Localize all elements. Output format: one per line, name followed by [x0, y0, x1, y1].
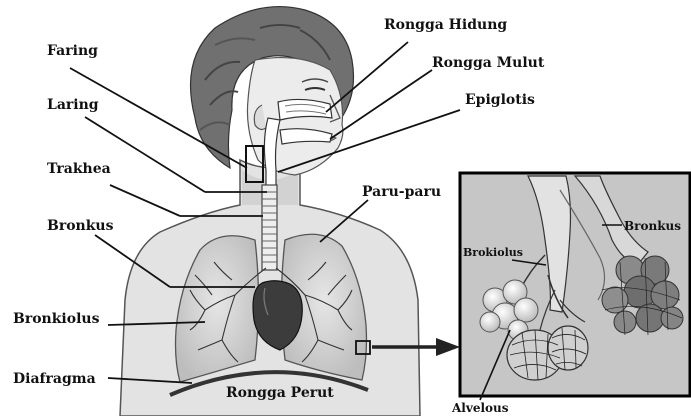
label-inset-brokiolus: Brokiolus [463, 246, 523, 259]
label-epiglotis: Epiglotis [465, 92, 535, 108]
inset-panel [460, 173, 690, 400]
nasal-cavity [278, 99, 332, 120]
label-bronkus: Bronkus [47, 218, 114, 234]
label-rongga-hidung: Rongga Hidung [384, 17, 507, 33]
label-inset-alvelous: Alvelous [451, 401, 509, 415]
label-faring: Faring [47, 43, 98, 59]
label-trakhea: Trakhea [47, 161, 111, 177]
leader-laring [85, 117, 205, 192]
label-rongga-mulut: Rongga Mulut [432, 55, 545, 71]
leader-trakhea [110, 185, 180, 216]
label-laring: Laring [47, 97, 99, 113]
label-rongga-perut: Rongga Perut [226, 385, 334, 401]
label-inset-bronkus: Bronkus [624, 219, 681, 233]
trachea [262, 185, 277, 270]
label-diafragma: Diafragma [13, 371, 96, 387]
label-bronkiolus: Bronkiolus [13, 311, 100, 327]
label-paru-paru: Paru-paru [362, 184, 441, 200]
